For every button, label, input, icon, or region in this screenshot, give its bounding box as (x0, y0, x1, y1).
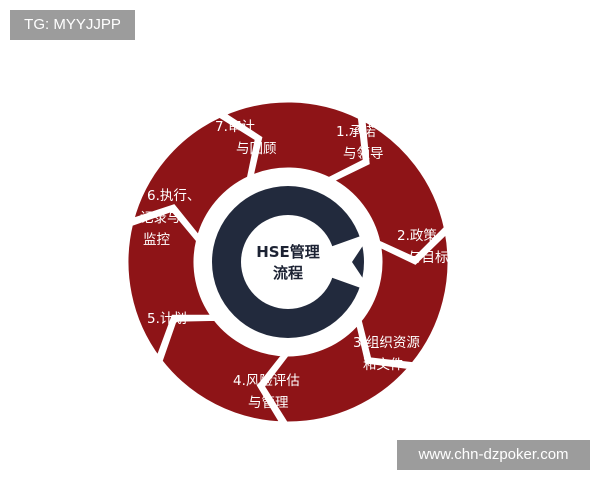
step-3-label: 3.组织资源 (353, 335, 420, 351)
cycle-segment-7 (217, 97, 368, 183)
center-emblem: HSE管理 流程 (212, 186, 372, 338)
center-disc (241, 215, 335, 309)
step-7-label-line2: 与回顾 (236, 141, 277, 157)
step-2-label: 2.政策 (397, 227, 437, 244)
step-1-label: 1.承诺 (336, 124, 376, 140)
watermark-tag-top: TG: MYYJJPP (10, 10, 135, 40)
step-6-label-line2: 记录与 (140, 210, 181, 226)
step-2-label-line2: 与目标 (408, 250, 449, 266)
step-7-label: 7.审计 (215, 119, 255, 135)
step-6-label: 6.执行、 (147, 188, 200, 204)
step-5-label: 5.计划 (147, 311, 187, 327)
step-6-label-line3: 监控 (143, 232, 170, 248)
step-1-label-line2: 与领导 (343, 146, 384, 162)
center-subtitle: 流程 (273, 264, 303, 282)
step-3-label-line2: 和文件 (363, 357, 404, 373)
step-4-label: 4.风险评估 (233, 373, 300, 389)
center-title: HSE管理 (256, 243, 320, 261)
cycle-segments (123, 97, 453, 427)
watermark-tag-bottom: www.chn-dzpoker.com (397, 440, 590, 470)
step-labels: 1.承诺 与领导 2.政策 与目标 3.组织资源 和文件 4.风险评估 与管理 … (140, 119, 449, 411)
step-4-label-line2: 与管理 (248, 395, 289, 411)
